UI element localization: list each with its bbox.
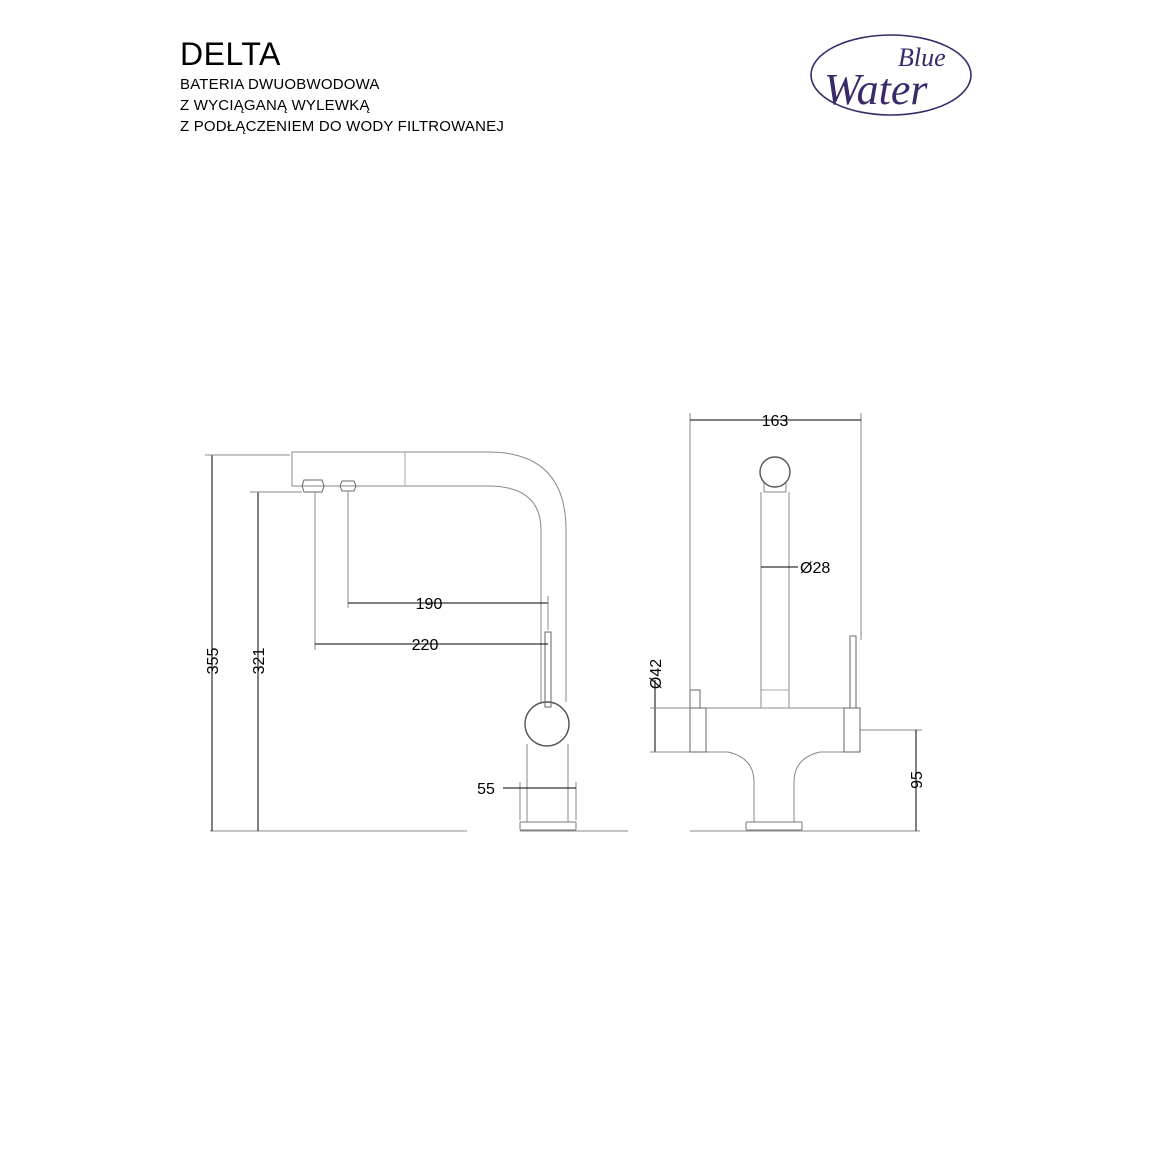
product-title: DELTA	[180, 36, 281, 72]
side-faucet-body	[526, 744, 569, 822]
dim-163-label: 163	[762, 413, 789, 430]
subtitle-line-1: BATERIA DWUOBWODOWA	[180, 76, 380, 93]
front-right-handle	[843, 707, 861, 753]
front-right-lever	[849, 635, 857, 709]
side-handle-disk	[524, 701, 570, 747]
dim-28-label: Ø28	[800, 560, 830, 577]
front-spout-head	[759, 456, 791, 488]
logo-oval	[810, 34, 972, 116]
front-view: 163 Ø28 Ø42 95	[648, 413, 926, 832]
subtitle-line-2: Z WYCIĄGANĄ WYLEWKĄ	[180, 97, 370, 114]
front-spout-neck	[763, 483, 787, 493]
side-spray-head-2	[339, 480, 357, 492]
document-header: DELTA BATERIA DWUOBWODOWA Z WYCIĄGANĄ WY…	[180, 34, 504, 137]
dim-55-label: 55	[477, 781, 495, 798]
side-lever	[544, 631, 552, 708]
front-cross-body	[706, 707, 844, 753]
side-spout-curve	[291, 451, 567, 531]
side-base-plate	[519, 821, 577, 831]
front-base-plate	[745, 821, 803, 831]
blue-water-logo: Blue Water	[810, 34, 972, 116]
side-view: 355 321 190 220 55	[205, 451, 628, 832]
logo-word-blue: Blue	[898, 43, 946, 72]
dim-355-label: 355	[205, 648, 222, 675]
logo-word-water: Water	[824, 65, 928, 114]
dim-95-label: 95	[909, 771, 926, 789]
dim-190-label: 190	[416, 596, 443, 613]
dim-321-label: 321	[251, 648, 268, 675]
front-left-handle	[689, 707, 707, 753]
dim-220-label: 220	[412, 637, 439, 654]
front-left-knob	[689, 689, 701, 709]
front-lower-body	[727, 751, 821, 822]
side-spout-tube	[540, 530, 567, 702]
side-spray-head-1	[301, 479, 325, 493]
dim-42-label: Ø42	[648, 659, 665, 689]
front-body-tube	[760, 492, 790, 708]
subtitle-line-3: Z PODŁĄCZENIEM DO WODY FILTROWANEJ	[180, 118, 505, 135]
